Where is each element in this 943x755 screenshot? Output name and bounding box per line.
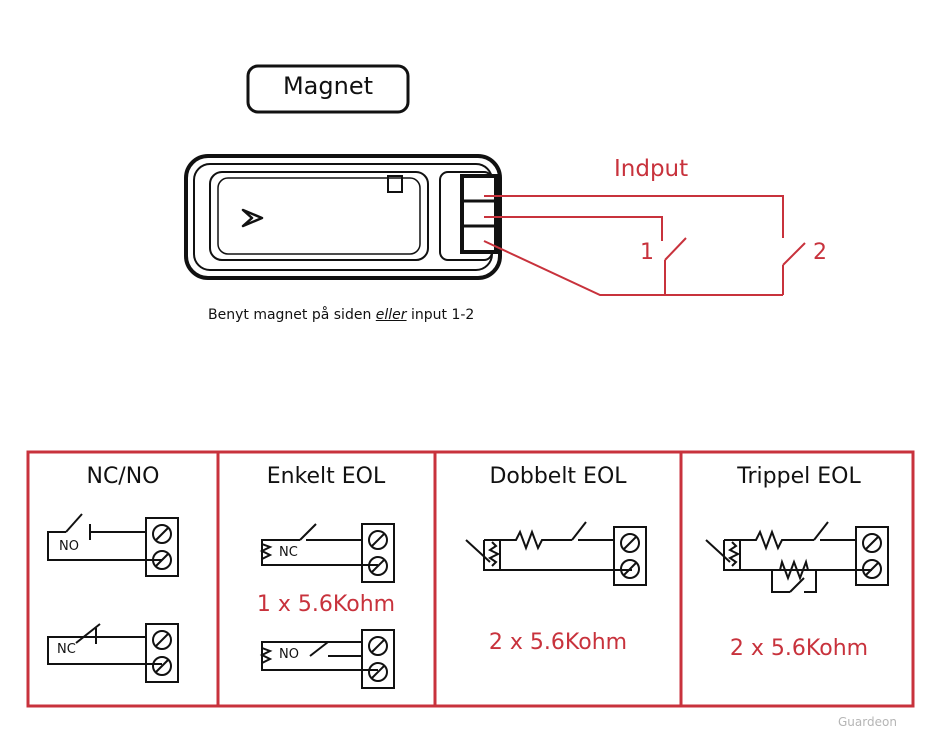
magnet-note: Benyt magnet på siden eller input 1-2 [208,308,474,322]
tag-eol-no: NO [279,647,299,662]
note-before: Benyt magnet på siden [208,307,372,323]
sensor-device [184,154,502,280]
panel-title-enkelt-eol: Enkelt EOL [266,464,386,489]
resistor-note-trippel: 2 x 5.6Kohm [729,636,869,661]
circuit-trippel-eol [705,521,889,593]
note-emphasis: eller [375,307,407,323]
tag-nc: NC [57,642,76,657]
panel-title-dobbelt-eol: Dobbelt EOL [489,464,627,489]
tag-eol-nc: NC [279,545,298,560]
circuit-nc-no [47,513,179,683]
magnet-label: Magnet [282,72,374,100]
panel-title-nc-no: NC/NO [86,464,160,489]
note-after: input 1-2 [406,307,475,323]
switch-2-label: 2 [813,240,827,265]
input-label: Indput [614,156,689,182]
input-wiring [483,195,806,296]
panel-title-trippel-eol: Trippel EOL [737,464,861,489]
eol-panels-frame [26,450,915,708]
switch-1-label: 1 [640,240,654,265]
resistor-note-dobbelt: 2 x 5.6Kohm [488,630,628,655]
magnet-box [246,64,410,114]
watermark: Guardeon [838,715,897,729]
resistor-note-enkelt: 1 x 5.6Kohm [256,592,396,617]
circuit-enkelt-eol [259,523,395,689]
tag-no: NO [59,539,79,554]
circuit-dobbelt-eol [465,521,647,586]
